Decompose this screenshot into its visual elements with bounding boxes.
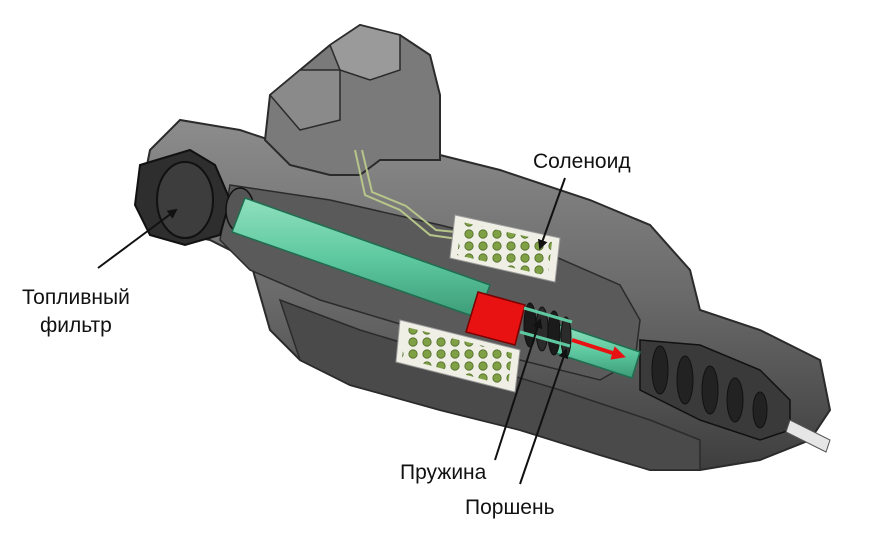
fuel-filter-label-line1: Топливный [22, 286, 130, 309]
flow-direction-arrow [571, 338, 626, 360]
nozzle-ribs [651, 345, 768, 429]
fuel-filter-leader [97, 208, 178, 269]
fuel-filter-label-line2: фильтр [40, 314, 112, 337]
solenoid-leader [537, 177, 566, 250]
piston-label: Поршень [465, 496, 555, 519]
solenoid-coil-lower [395, 319, 521, 393]
solenoid-coil-upper [449, 214, 561, 283]
solenoid-label: Соленоид [533, 150, 631, 173]
piston-leader [519, 348, 569, 485]
spring-coils [519, 302, 573, 358]
armature-red [465, 291, 526, 346]
connector-wires [354, 149, 466, 241]
spring-leader [494, 318, 543, 461]
spring-label: Пружина [400, 461, 487, 484]
